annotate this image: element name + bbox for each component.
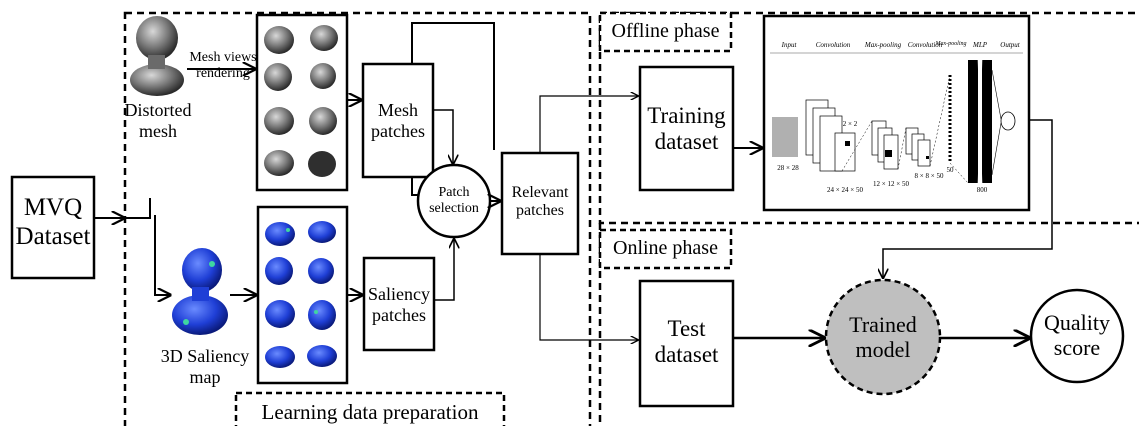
distorted-mesh-image [130,16,184,96]
mesh-views-thumbnails [264,25,338,177]
quality-score-label: Quality score [1044,310,1110,361]
training-dataset-label: Training dataset [647,103,726,155]
cnn-dim-mlp: 50 [946,166,954,174]
edge-meshpatches-loop [411,22,495,150]
cnn-dim-pool1: 12 × 12 × 50 [873,180,909,188]
mvq-dataset-label: MVQ Dataset [15,194,91,250]
cnn-dim-conv2: 8 × 8 × 50 [914,172,944,180]
edge-relevant-to-test [539,254,638,340]
offline-phase-label-box [598,11,733,53]
cnn-layer-mlp: MLP [973,41,987,49]
cnn-dim-conv1: 24 × 24 × 50 [827,186,863,194]
test-dataset-box [638,279,735,408]
patch-selection-label: Patch selection [429,185,479,217]
edge-to-saliency-map [154,215,170,295]
cnn-layer-output: Output [1000,41,1020,49]
mesh-patches-box [361,62,435,179]
cnn-dim-input: 28 × 28 [777,164,799,172]
cnn-layer-conv2: Convolution [907,41,943,49]
edge-to-distorted-mesh [124,198,151,219]
mesh-views-rendering-label: Mesh views rendering [189,50,257,82]
mvq-dataset-box [10,175,96,280]
saliency-patches-label: Saliency patches [368,284,430,325]
relevant-patches-box [500,151,580,256]
quality-score-node [1029,288,1125,384]
edge-meshpatches-to-selection [433,109,453,164]
trained-model-label: Trained model [849,312,917,363]
training-dataset-box [638,65,735,192]
cnn-kernel-label: 2 × 2 [842,120,858,128]
edge-loop-return [411,177,418,196]
mesh-patches-label: Mesh patches [371,100,425,141]
saliency-map-image [172,248,228,335]
learning-prep-section-label: Learning data preparation [261,400,479,424]
cnn-layer-input: Input [781,41,797,49]
online-phase-label-box [598,228,733,270]
saliency-views-thumbnails [265,221,337,368]
cnn-dim-output: 800 [976,186,988,194]
cnn-layer-pool1: Max-pooling [864,41,902,49]
offline-phase-region [598,11,1139,225]
saliency-map-label: 3D Saliency map [160,346,250,387]
relevant-patches-label: Relevant patches [511,184,569,220]
cnn-layer-pool2: Max-pooling [935,41,967,47]
cnn-layer-conv1: Convolution [815,41,851,49]
edge-cnn-to-trained-model [883,119,1053,278]
edge-salpatches-to-selection [434,239,454,301]
cnn-architecture-figure [770,52,1023,184]
offline-phase-label: Offline phase [611,20,720,42]
online-phase-label: Online phase [613,237,718,259]
test-dataset-label: Test dataset [654,316,719,368]
distorted-mesh-label: Distorted mesh [124,100,192,141]
saliency-patches-box [362,256,436,352]
learning-prep-label-box [234,391,506,426]
edge-relevant-to-training [539,96,638,153]
